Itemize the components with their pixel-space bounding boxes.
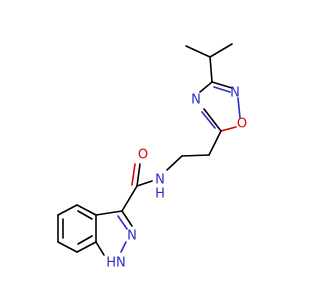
bond-carbonyl-o xyxy=(136,163,141,187)
bond-ch2-ch2 xyxy=(181,154,210,157)
atom-o-oxadiazole: O xyxy=(237,117,247,132)
bond-c3-n2 xyxy=(211,81,233,89)
atom-o-carbonyl: O xyxy=(138,148,148,163)
molecule-structure: N O N N H O N HN xyxy=(57,43,247,271)
ethyl-linker xyxy=(166,130,222,171)
bond-c5-c4 xyxy=(57,204,78,216)
bond-c5-n4-double xyxy=(201,111,216,129)
bond-carbonyl-c3 xyxy=(121,185,138,212)
bond-n4-c3 xyxy=(199,81,213,93)
bond-c3a-c3 xyxy=(95,210,123,216)
bond-ch2-n xyxy=(166,155,183,171)
oxadiazole-ring xyxy=(199,81,241,132)
bond-n-carbonyl xyxy=(136,180,153,187)
bond-o1-c5 xyxy=(220,126,237,132)
atom-nh-indazole-1: HN xyxy=(106,256,126,271)
atom-h-amide: H xyxy=(155,187,165,202)
amide-group xyxy=(121,163,153,212)
bond-methyl-right xyxy=(209,43,233,58)
bond-isopropyl-ring xyxy=(209,56,213,83)
atom-n-oxadiazole-upper: N xyxy=(230,86,240,101)
bond-c7a-c7 xyxy=(76,241,97,253)
bond-n2-n1 xyxy=(120,241,127,253)
bond-methyl-left xyxy=(185,45,211,58)
atom-n-amide: N xyxy=(155,173,165,188)
bond-c3-n2-indazole xyxy=(121,210,133,227)
bond-c3-n2-double xyxy=(213,86,231,93)
bond-ring-ch2 xyxy=(208,130,222,156)
bond-c7-c6 xyxy=(57,241,78,253)
bond-c4-c3a-inner xyxy=(77,210,93,220)
atom-n-oxadiazole-lower: N xyxy=(191,93,201,108)
bond-c7a-c7-inner xyxy=(77,235,93,245)
bond-c5-n4 xyxy=(203,108,222,132)
bond-c4-c3a xyxy=(76,204,97,216)
benzene-ring xyxy=(57,204,97,253)
atom-labels: N O N N H O N HN xyxy=(106,86,247,271)
bond-n1-c7a xyxy=(95,241,105,256)
atom-n-indazole-2: N xyxy=(127,229,137,244)
pyrazole-ring xyxy=(95,210,133,256)
isopropyl-group xyxy=(185,43,233,83)
bond-n2-o1 xyxy=(237,97,241,119)
bond-carbonyl-o-double xyxy=(131,163,136,186)
bond-c3-n2-indazole-double xyxy=(117,215,128,230)
